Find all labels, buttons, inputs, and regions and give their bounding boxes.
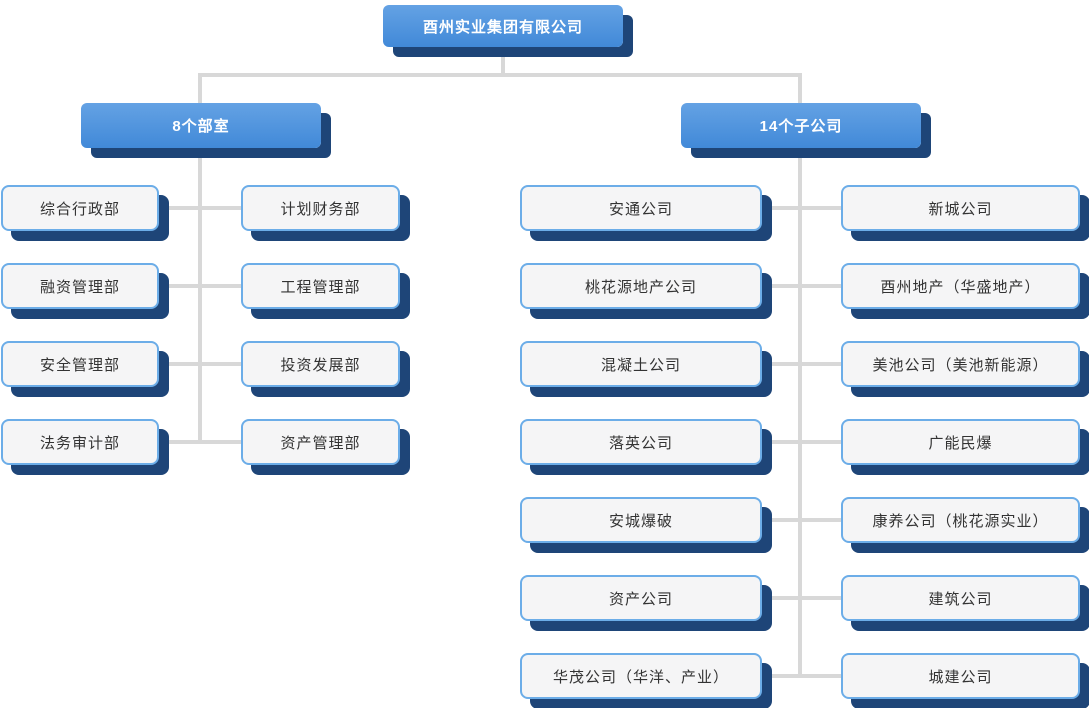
department-node: 投资发展部 bbox=[241, 341, 400, 387]
connector-line bbox=[750, 362, 850, 366]
subsidiary-node: 酉州地产（华盛地产） bbox=[841, 263, 1080, 309]
subsidiary-node: 安城爆破 bbox=[520, 497, 762, 543]
connector-line bbox=[501, 47, 505, 77]
subsidiary-node: 康养公司（桃花源实业） bbox=[841, 497, 1080, 543]
connector-line bbox=[150, 362, 250, 366]
departments-group-node: 8个部室 bbox=[81, 103, 321, 148]
subsidiary-node: 建筑公司 bbox=[841, 575, 1080, 621]
subsidiary-node: 资产公司 bbox=[520, 575, 762, 621]
department-node: 工程管理部 bbox=[241, 263, 400, 309]
subsidiaries-group-node: 14个子公司 bbox=[681, 103, 921, 148]
connector-line bbox=[750, 284, 850, 288]
subsidiary-node: 美池公司（美池新能源） bbox=[841, 341, 1080, 387]
department-node: 计划财务部 bbox=[241, 185, 400, 231]
department-node: 安全管理部 bbox=[1, 341, 159, 387]
connector-line bbox=[198, 148, 202, 444]
connector-line bbox=[150, 284, 250, 288]
connector-line bbox=[150, 440, 250, 444]
subsidiary-node: 新城公司 bbox=[841, 185, 1080, 231]
subsidiary-node: 城建公司 bbox=[841, 653, 1080, 699]
connector-line bbox=[150, 206, 250, 210]
department-node: 资产管理部 bbox=[241, 419, 400, 465]
connector-line bbox=[198, 75, 202, 103]
subsidiary-node: 安通公司 bbox=[520, 185, 762, 231]
subsidiary-node: 混凝土公司 bbox=[520, 341, 762, 387]
root-company-node: 酉州实业集团有限公司 bbox=[383, 5, 623, 47]
department-node: 综合行政部 bbox=[1, 185, 159, 231]
subsidiary-node: 落英公司 bbox=[520, 419, 762, 465]
connector-line bbox=[798, 148, 802, 678]
connector-line bbox=[198, 73, 802, 77]
connector-line bbox=[750, 518, 850, 522]
connector-line bbox=[750, 596, 850, 600]
department-node: 融资管理部 bbox=[1, 263, 159, 309]
department-node: 法务审计部 bbox=[1, 419, 159, 465]
connector-line bbox=[798, 75, 802, 103]
connector-line bbox=[750, 206, 850, 210]
subsidiary-node: 华茂公司（华洋、产业） bbox=[520, 653, 762, 699]
connector-line bbox=[750, 440, 850, 444]
subsidiary-node: 桃花源地产公司 bbox=[520, 263, 762, 309]
connector-line bbox=[750, 674, 850, 678]
subsidiary-node: 广能民爆 bbox=[841, 419, 1080, 465]
